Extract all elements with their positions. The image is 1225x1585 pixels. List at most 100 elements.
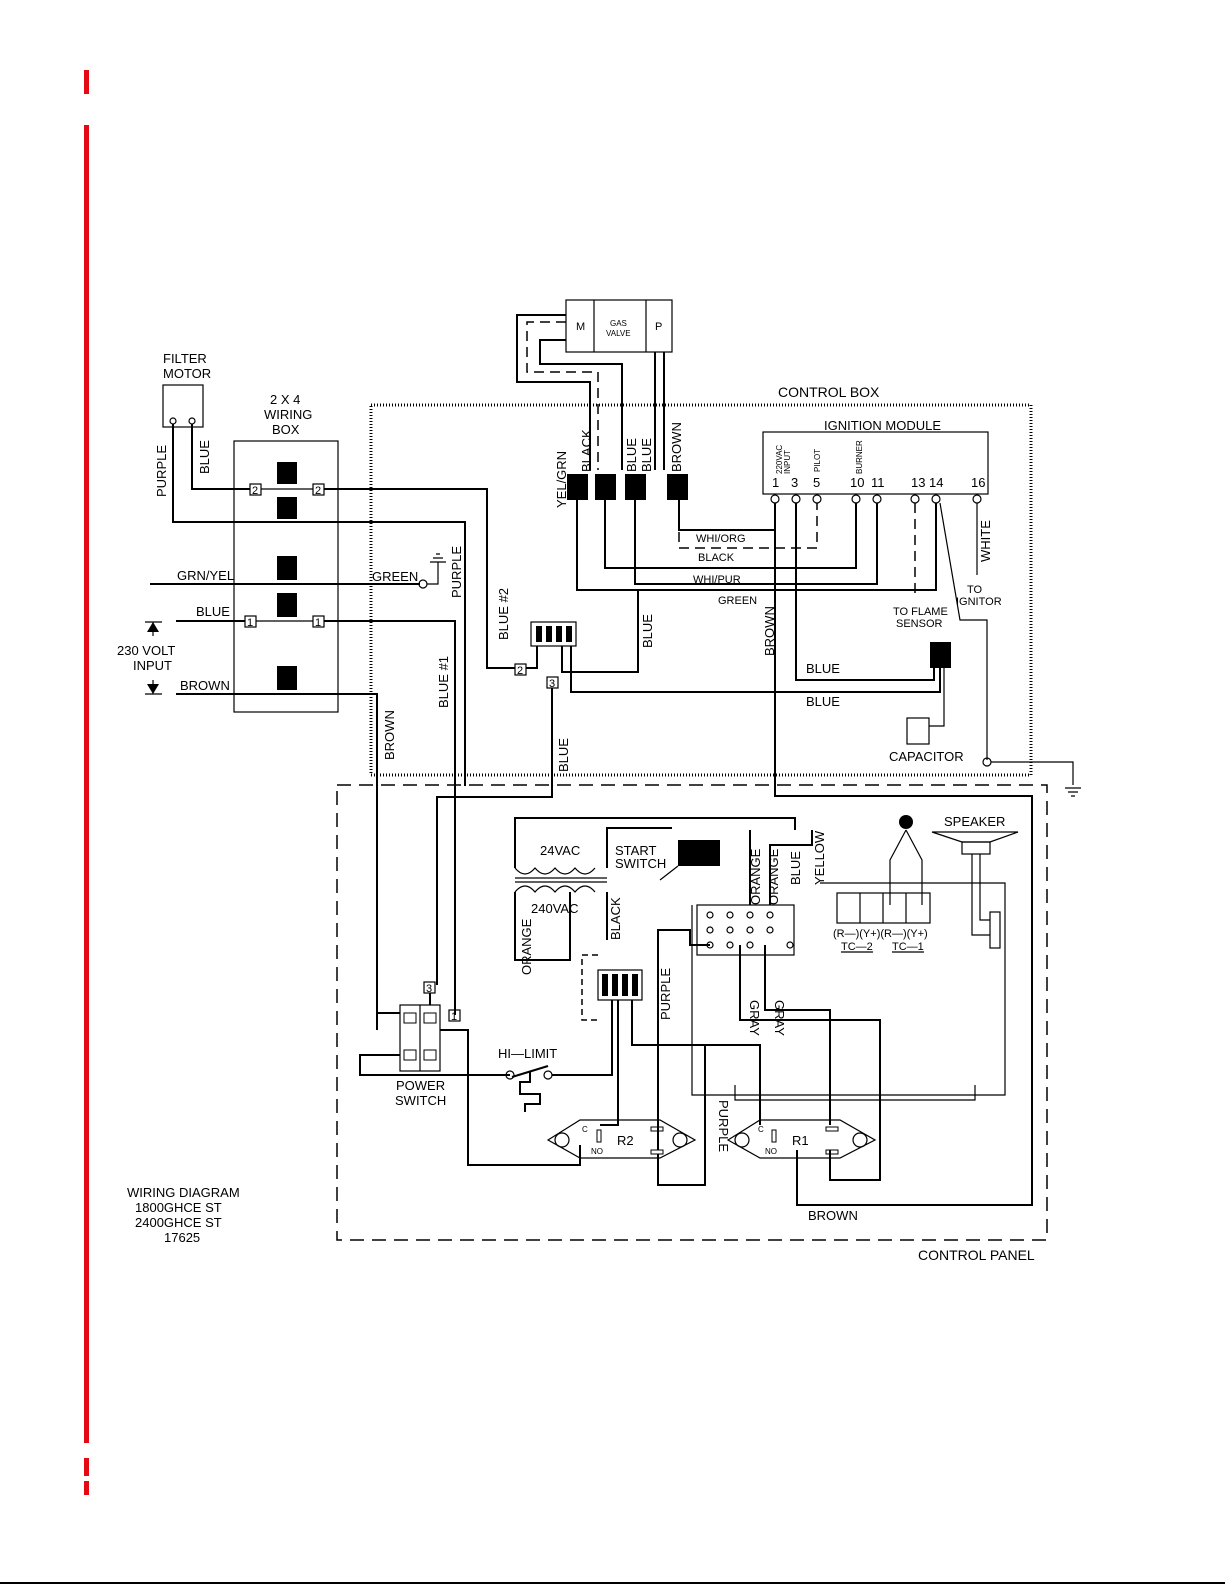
thermocouple-block: (R—)(Y+)(R—)(Y+) TC—2 TC—1 xyxy=(833,892,931,953)
gas-valve-m-label: M xyxy=(576,321,585,333)
brown-label-valve: BROWN xyxy=(669,422,684,472)
purple-label-control: PURPLE xyxy=(449,546,464,598)
svg-text:1: 1 xyxy=(247,617,253,629)
svg-text:1: 1 xyxy=(772,475,779,490)
gas-valve: M GAS VALVE P xyxy=(565,299,673,353)
control-box-connectors xyxy=(567,474,951,668)
blue-label-center-2: BLUE xyxy=(640,614,655,648)
wire-240vac-orange xyxy=(514,892,571,961)
svg-text:2: 2 xyxy=(315,485,321,497)
voltage-input-label-2: INPUT xyxy=(133,658,172,673)
relay-r1: R1 C NO xyxy=(726,1119,877,1159)
voltage-input-label-1: 230 VOLT xyxy=(117,643,175,658)
wire-pilot-dashed xyxy=(678,500,818,549)
brown-label-center: BROWN xyxy=(762,606,777,656)
ignition-terminal-circles xyxy=(770,494,982,504)
whi-org-label: WHI/ORG xyxy=(696,533,746,545)
title-line-3: 2400GHCE ST xyxy=(135,1215,222,1230)
purple-label-board: PURPLE xyxy=(658,968,673,1020)
wire-blue-center-down xyxy=(436,688,553,985)
filter-motor-blue-label: BLUE xyxy=(197,440,212,474)
margin-mark-top xyxy=(84,70,89,94)
transformer-24vac-label: 24VAC xyxy=(540,843,580,858)
terminal-tag-1-left: 1 xyxy=(244,615,257,629)
ign-input-label-1: 220VAC xyxy=(775,445,784,474)
start-switch-label-2: SWITCH xyxy=(615,856,666,871)
relay-r1-label: R1 xyxy=(792,1133,809,1148)
start-switch: START SWITCH xyxy=(615,840,720,881)
wire-purple-board xyxy=(657,929,710,1150)
svg-text:13: 13 xyxy=(911,475,925,490)
wiring-box-label-2: WIRING xyxy=(264,407,312,422)
control-panel-label: CONTROL PANEL xyxy=(918,1247,1035,1263)
wire-filter-motor-purple xyxy=(172,424,466,786)
transformer-240vac-label: 240VAC xyxy=(531,901,578,916)
flame-sensor-label-2: SENSOR xyxy=(896,618,943,630)
wire-blue-upper xyxy=(795,503,935,681)
wire-gas-valve-blue-1 xyxy=(539,339,623,470)
black-label-ign: BLACK xyxy=(698,552,735,564)
wire-purple-r2 xyxy=(657,1045,706,1186)
wire-blue-1 xyxy=(324,620,456,1015)
tc1-label: TC—1 xyxy=(892,941,924,953)
input-blue-label: BLUE xyxy=(196,604,230,619)
wire-input-brown xyxy=(176,693,378,1030)
svg-text:2: 2 xyxy=(252,485,258,497)
blue-label-center: BLUE xyxy=(556,738,571,772)
capacitor-label: CAPACITOR xyxy=(889,749,964,764)
wire-blue-2 xyxy=(324,488,515,669)
wire-gas-valve-m xyxy=(516,314,591,470)
board-outline xyxy=(691,882,1006,1096)
yel-grn-label: YEL/GRN xyxy=(554,451,569,508)
gas-valve-label-1: GAS xyxy=(610,319,627,328)
control-box-label: CONTROL BOX xyxy=(778,384,880,400)
terminal-tag-1-right: 1 xyxy=(312,615,325,629)
wiring-box-label-1: 2 X 4 xyxy=(270,392,300,407)
wire-24vac-1 xyxy=(514,817,796,868)
grn-yel-label: GRN/YEL xyxy=(177,568,234,583)
black-label-valve: BLACK xyxy=(579,429,594,472)
ground-symbol-right xyxy=(1065,787,1081,797)
title-block: WIRING DIAGRAM 1800GHCE ST 2400GHCE ST 1… xyxy=(127,1185,240,1245)
wiring-box: 2 X 4 WIRING BOX xyxy=(233,392,339,713)
green-label: GREEN xyxy=(372,569,418,584)
wire-filter-motor-blue xyxy=(191,424,250,490)
wire-power-hi-limit xyxy=(359,1054,510,1076)
margin-mark-bottom-1 xyxy=(84,1458,89,1476)
svg-text:1: 1 xyxy=(451,1011,457,1023)
start-switch-label-1: START xyxy=(615,843,656,858)
filter-motor: FILTER MOTOR xyxy=(162,351,211,428)
black-label-transformer: BLACK xyxy=(608,897,623,940)
control-box-border xyxy=(369,403,1033,777)
gas-valve-p-label: P xyxy=(655,321,662,333)
margin-mark-bottom-2 xyxy=(84,1481,89,1495)
power-switch-label-1: POWER xyxy=(396,1078,445,1093)
orange-label-transformer: ORANGE xyxy=(519,918,534,975)
hi-limit: HI—LIMIT xyxy=(498,1046,557,1112)
control-board xyxy=(696,904,795,956)
svg-text:14: 14 xyxy=(929,475,943,490)
svg-text:11: 11 xyxy=(871,475,885,490)
orange-label-switch-1: ORANGE xyxy=(748,848,763,905)
terminal-tag-2-center xyxy=(514,663,527,676)
whi-pur-label: WHI/PUR xyxy=(693,574,741,586)
relay-r1-no-label: NO xyxy=(765,1147,777,1156)
panel-connector xyxy=(597,969,643,1001)
svg-text:2: 2 xyxy=(517,665,523,677)
blue-1-label: BLUE #1 xyxy=(436,656,451,708)
hi-limit-label: HI—LIMIT xyxy=(498,1046,557,1061)
tc2-label: TC—2 xyxy=(841,941,873,953)
svg-text:5: 5 xyxy=(813,475,820,490)
svg-text:3: 3 xyxy=(549,678,555,690)
title-line-4: 17625 xyxy=(164,1230,200,1245)
main-connector xyxy=(530,621,577,647)
svg-text:3: 3 xyxy=(426,983,432,995)
wire-gas-valve-m-dashed xyxy=(526,321,599,470)
blue-label-switch: BLUE xyxy=(788,851,803,885)
wire-blue-lower xyxy=(570,646,941,693)
to-ignitor-label-1: TO xyxy=(967,584,983,596)
title-line-2: 1800GHCE ST xyxy=(135,1200,222,1215)
ign-burner-label: BURNER xyxy=(855,440,864,474)
svg-text:10: 10 xyxy=(850,475,864,490)
